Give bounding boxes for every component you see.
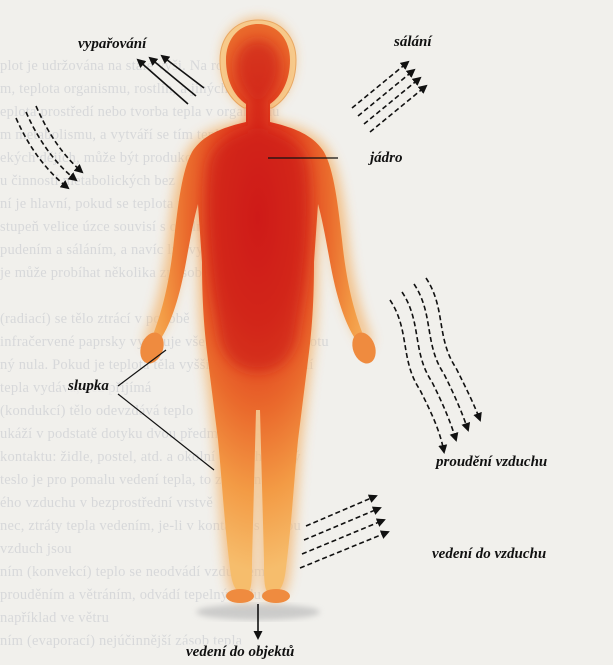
air-flow-arrows (390, 278, 480, 452)
conduction-air-arrows (300, 496, 388, 568)
label-conduction-objects: vedení do objektů (184, 644, 296, 661)
body-core-hot (206, 40, 310, 372)
evaporation-arrows (138, 56, 204, 104)
left-foot (226, 589, 254, 603)
label-shell: slupka (66, 378, 111, 395)
right-foot (262, 589, 290, 603)
radiation-arrows (352, 62, 426, 132)
label-conduction-air: vedení do vzduchu (430, 546, 548, 563)
label-core: jádro (368, 150, 405, 167)
label-air-flow: proudění vzduchu (434, 454, 549, 471)
label-evaporation: vypařování (76, 36, 148, 53)
label-radiation: sálání (392, 34, 434, 51)
incoming-radiation-arrows (16, 106, 82, 188)
